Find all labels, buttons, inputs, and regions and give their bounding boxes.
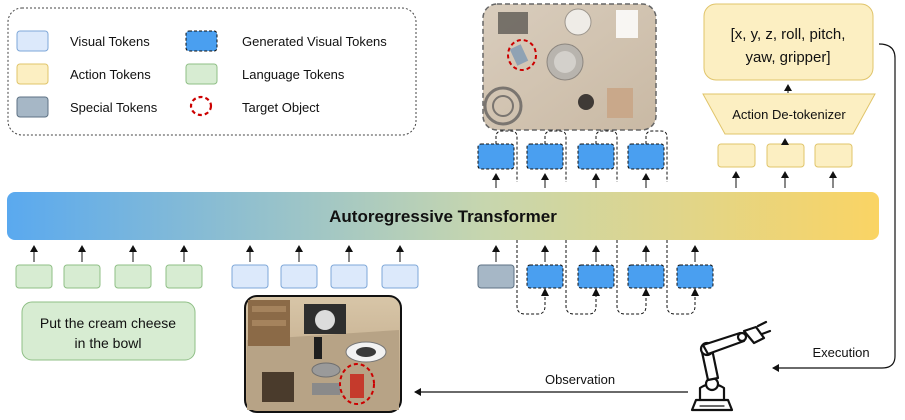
visual-token — [330, 264, 368, 289]
generated-input-token — [577, 264, 615, 289]
topdown-white-block — [616, 10, 638, 38]
action-output-token — [766, 143, 805, 168]
legend-visual-swatch — [16, 30, 49, 52]
legend-visual-label: Visual Tokens — [70, 34, 150, 49]
input-arrows — [30, 245, 699, 262]
legend-language-swatch — [185, 63, 218, 85]
visual-token — [381, 264, 419, 289]
output-feedback-loops — [495, 130, 668, 182]
scene-cream-cheese — [350, 374, 364, 398]
feedback-loop — [595, 130, 618, 182]
scene-shelf-board — [252, 320, 286, 326]
topdown-plate — [564, 8, 592, 36]
generated-output-token — [627, 143, 665, 170]
transformer-label: Autoregressive Transformer — [329, 207, 557, 226]
input-language-tokens — [15, 264, 203, 289]
scene-appliance-dial — [315, 310, 335, 330]
special-token — [477, 264, 515, 289]
legend-target-label: Target Object — [242, 100, 320, 115]
visual-token — [280, 264, 318, 289]
legend-generated-swatch — [185, 30, 218, 52]
output-generated-tokens — [477, 143, 665, 170]
generated-input-token — [526, 264, 564, 289]
output-action-tokens — [717, 143, 853, 168]
autoregressive-transformer — [7, 192, 879, 240]
feedback-loop — [666, 240, 696, 315]
legend-special-label: Special Tokens — [70, 100, 158, 115]
loop-arrowhead — [541, 288, 549, 296]
robot-arm-icon — [690, 320, 772, 412]
legend: Visual Tokens Generated Visual Tokens Ac… — [7, 7, 417, 136]
scene-target-circle — [339, 363, 375, 405]
generated-topdown-image — [482, 3, 657, 131]
generated-input-token — [627, 264, 665, 289]
feedback-loop — [616, 240, 647, 315]
language-token — [114, 264, 152, 289]
legend-action-swatch — [16, 63, 49, 85]
action-output-token — [717, 143, 756, 168]
instruction-box — [21, 301, 196, 361]
language-token — [63, 264, 101, 289]
instruction-line1: Put the cream cheese — [40, 315, 176, 331]
topdown-mug — [578, 94, 594, 110]
observation-label: Observation — [545, 372, 615, 387]
legend-language-label: Language Tokens — [242, 67, 345, 82]
observation-scene-image — [244, 295, 402, 413]
scene-bottle — [314, 337, 322, 359]
legend-frame — [7, 7, 417, 136]
loop-arrowhead — [592, 288, 600, 296]
scene-shelf-board — [252, 306, 286, 312]
topdown-cabinet — [607, 88, 633, 118]
generated-output-token — [526, 143, 564, 170]
topdown-stove-ring — [483, 86, 523, 126]
topdown-stove-inner — [492, 95, 514, 117]
topdown-bowl-inner — [554, 51, 576, 73]
input-loop-arrowheads — [541, 288, 699, 296]
legend-generated-label: Generated Visual Tokens — [242, 34, 387, 49]
visual-token — [231, 264, 269, 289]
action-vector-box — [703, 3, 874, 81]
legend-target-swatch — [189, 95, 213, 117]
scene-cabinet — [262, 372, 294, 402]
generated-input-token — [676, 264, 714, 289]
language-token — [15, 264, 53, 289]
feedback-loop — [516, 240, 546, 315]
execution-label: Execution — [812, 345, 869, 360]
topdown-dark-block — [498, 12, 528, 34]
action-vector-line1: [x, y, z, roll, pitch, — [731, 26, 846, 43]
topdown-target-item — [509, 44, 529, 66]
action-detokenizer — [702, 93, 876, 135]
scene-bowl — [311, 362, 341, 378]
feedback-loop — [544, 130, 567, 182]
topdown-target-circle — [507, 39, 537, 71]
feedback-loop — [495, 130, 518, 182]
generated-output-token — [577, 143, 615, 170]
action-vector-line2: yaw, gripper] — [745, 49, 830, 66]
instruction-line2: in the bowl — [75, 335, 142, 351]
input-feedback-loops — [516, 240, 696, 315]
input-visual-tokens — [231, 264, 419, 289]
legend-action-label: Action Tokens — [70, 67, 151, 82]
execution-arrow — [772, 43, 896, 372]
feedback-loop — [645, 130, 668, 182]
loop-arrowhead — [691, 288, 699, 296]
language-token — [165, 264, 203, 289]
scene-tray — [312, 383, 340, 395]
output-arrows — [492, 138, 837, 188]
input-generated-tokens — [526, 264, 714, 289]
loop-arrowhead — [642, 288, 650, 296]
detokenizer-label: Action De-tokenizer — [732, 107, 846, 122]
feedback-loop — [565, 240, 597, 315]
legend-special-swatch — [16, 96, 49, 118]
action-output-token — [814, 143, 853, 168]
scene-stove-burner — [356, 347, 376, 357]
generated-output-token — [477, 143, 515, 170]
